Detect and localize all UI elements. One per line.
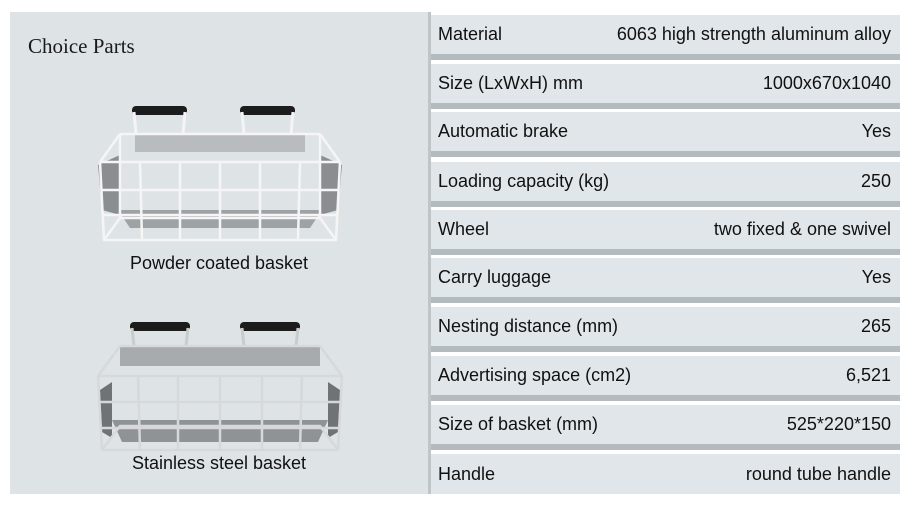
spec-label: Handle bbox=[438, 463, 496, 484]
spec-row-loading-capacity: Loading capacity (kg) 250 bbox=[431, 162, 900, 207]
spec-label: Size (LxWxH) mm bbox=[438, 73, 583, 93]
spec-row-size: Size (LxWxH) mm 1000x670x1040 bbox=[431, 64, 900, 109]
spec-row-basket-size: Size of basket (mm) 525*220*150 bbox=[431, 405, 900, 450]
spec-label: Automatic brake bbox=[438, 121, 569, 141]
spec-label: Wheel bbox=[438, 219, 490, 239]
panel-title: Choice Parts bbox=[28, 34, 135, 58]
spec-table: Material 6063 high strength aluminum all… bbox=[431, 12, 900, 494]
spec-label: Loading capacity (kg) bbox=[438, 171, 610, 191]
spec-row-nesting-distance: Nesting distance (mm) 265 bbox=[431, 307, 900, 352]
spec-label: Advertising space (cm2) bbox=[438, 365, 632, 385]
spec-row-material: Material 6063 high strength aluminum all… bbox=[431, 15, 900, 60]
spec-row-automatic-brake: Automatic brake Yes bbox=[431, 112, 900, 157]
spec-value: 6063 high strength aluminum alloy bbox=[616, 24, 891, 44]
spec-row-advertising-space: Advertising space (cm2) 6,521 bbox=[431, 356, 900, 401]
spec-label: Material bbox=[438, 24, 503, 44]
spec-value: two fixed & one swivel bbox=[713, 219, 891, 239]
spec-value: Yes bbox=[861, 267, 891, 287]
powder-coated-basket-caption: Powder coated basket bbox=[129, 253, 309, 273]
spec-row-handle: Handle round tube handle bbox=[431, 454, 900, 494]
stainless-steel-basket-caption: Stainless steel basket bbox=[131, 453, 307, 473]
spec-label: Carry luggage bbox=[438, 267, 552, 287]
spec-row-wheel: Wheel two fixed & one swivel bbox=[431, 210, 900, 255]
spec-value: Yes bbox=[861, 121, 891, 141]
spec-value: 525*220*150 bbox=[786, 414, 891, 434]
stainless-steel-basket-image bbox=[96, 322, 344, 452]
panel-divider bbox=[428, 12, 431, 494]
spec-row-carry-luggage: Carry luggage Yes bbox=[431, 258, 900, 303]
spec-label: Nesting distance (mm) bbox=[438, 316, 619, 336]
spec-value: 250 bbox=[860, 171, 891, 191]
spec-value: 265 bbox=[860, 316, 891, 336]
spec-value: 6,521 bbox=[845, 365, 891, 385]
choice-parts-panel: Choice Parts Powder coated basket bbox=[10, 12, 428, 494]
spec-label: Size of basket (mm) bbox=[438, 414, 599, 434]
spec-value: 1000x670x1040 bbox=[762, 73, 891, 93]
powder-coated-basket-image bbox=[98, 106, 342, 242]
spec-value: round tube handle bbox=[745, 463, 891, 484]
